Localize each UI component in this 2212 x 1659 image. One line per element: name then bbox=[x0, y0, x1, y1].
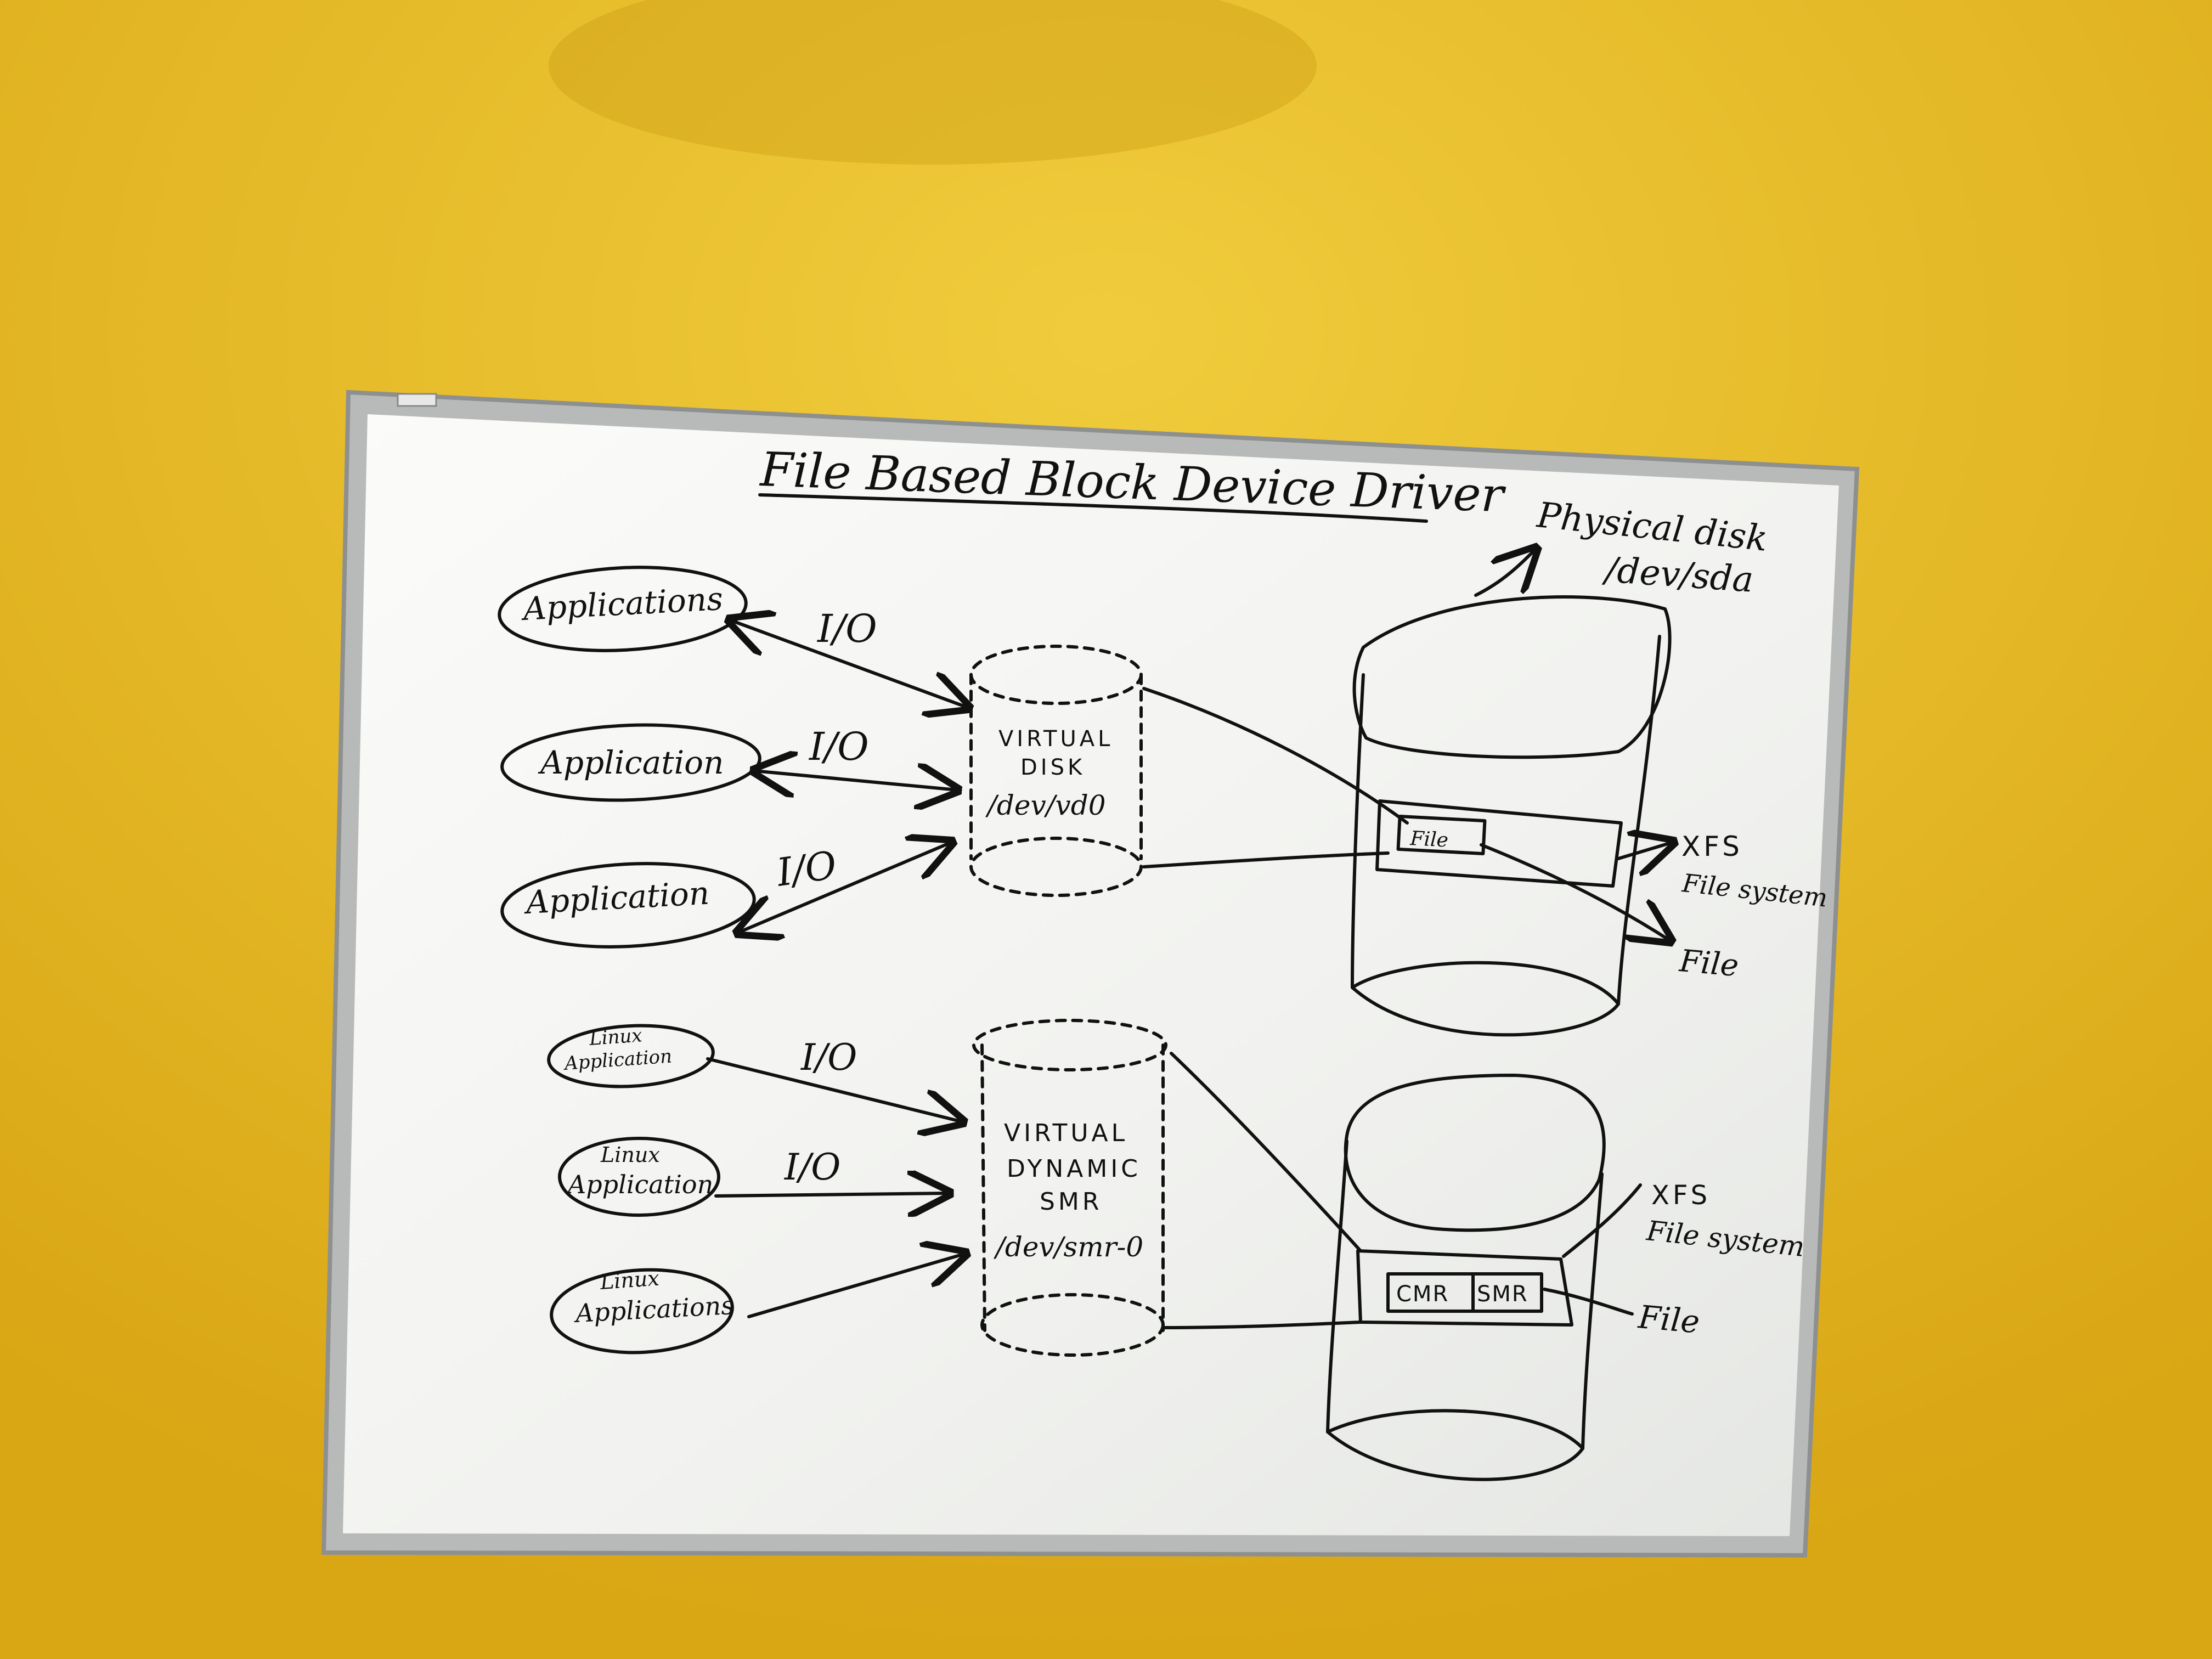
smr-box bbox=[1471, 1272, 1543, 1313]
io-arrow-top-3 bbox=[738, 842, 952, 933]
io-label-top-2: I/O bbox=[808, 724, 869, 769]
linux-app-3-line1: Linux bbox=[599, 1266, 661, 1294]
linux-app-2-line2: Application bbox=[566, 1170, 713, 1199]
io-label-bottom-1: I/O bbox=[800, 1036, 857, 1079]
smr-box-label: SMR bbox=[1477, 1282, 1528, 1307]
virtual-disk-line1: VIRTUAL bbox=[998, 726, 1113, 752]
physical-disk-pointer bbox=[1474, 549, 1536, 597]
virtual-disk-line2: DISK bbox=[1020, 755, 1085, 780]
file-label-bottom: File bbox=[1637, 1298, 1701, 1341]
xfs-pointer-bottom bbox=[1562, 1183, 1642, 1258]
map-line-top-lower bbox=[1142, 851, 1390, 868]
file-pointer-bottom bbox=[1543, 1288, 1634, 1316]
xfs-label-top: XFS bbox=[1681, 831, 1743, 862]
io-arrow-top-1 bbox=[730, 620, 968, 708]
file-arrow-top bbox=[1480, 843, 1671, 941]
io-label-top-3: I/O bbox=[773, 843, 839, 896]
xfs-box-top bbox=[1375, 799, 1623, 888]
virtual-smr-line1: VIRTUAL bbox=[1004, 1119, 1128, 1147]
file-box-top-label: File bbox=[1409, 827, 1449, 852]
xfs-label-bottom: XFS bbox=[1651, 1180, 1711, 1211]
linux-app-ellipse-1 bbox=[547, 1024, 715, 1088]
map-line-top-upper bbox=[1142, 687, 1409, 825]
xfs-arrow-top bbox=[1617, 842, 1673, 859]
io-label-top-1: I/O bbox=[816, 606, 877, 651]
file-label-top: File bbox=[1678, 943, 1740, 984]
wall-shadow bbox=[549, 0, 1317, 165]
virtual-smr-line2: DYNAMIC bbox=[1007, 1155, 1141, 1183]
io-arrow-bottom-3 bbox=[747, 1254, 966, 1318]
io-label-bottom-2: I/O bbox=[784, 1146, 840, 1188]
map-line-bottom-lower bbox=[1161, 1321, 1362, 1329]
file-box-top bbox=[1396, 815, 1487, 856]
virtual-disk-cylinder bbox=[969, 645, 1143, 897]
frame-tag bbox=[397, 393, 437, 407]
virtual-smr-line3: SMR bbox=[1040, 1188, 1102, 1216]
map-line-bottom-upper bbox=[1170, 1052, 1362, 1252]
cmr-box-label: CMR bbox=[1396, 1282, 1449, 1307]
linux-app-1-line1: Linux bbox=[588, 1024, 643, 1050]
xfs-box-bottom bbox=[1356, 1249, 1573, 1327]
app-label-2: Application bbox=[538, 744, 724, 781]
virtual-disk-path: /dev/vd0 bbox=[985, 789, 1106, 821]
title-underline bbox=[758, 493, 1428, 523]
app-ellipse-1 bbox=[498, 566, 748, 652]
virtual-smr-cylinder bbox=[972, 1019, 1167, 1357]
io-arrow-bottom-1 bbox=[706, 1057, 963, 1122]
linux-app-ellipse-2 bbox=[558, 1137, 720, 1217]
virtual-smr-path: /dev/smr-0 bbox=[994, 1231, 1143, 1263]
physical-disk-cylinder-bottom bbox=[1326, 1074, 1606, 1481]
linux-app-ellipse-3 bbox=[550, 1268, 734, 1355]
linux-app-2-line1: Linux bbox=[600, 1143, 660, 1167]
io-arrow-top-2 bbox=[754, 771, 957, 790]
io-arrow-bottom-2 bbox=[714, 1193, 949, 1196]
